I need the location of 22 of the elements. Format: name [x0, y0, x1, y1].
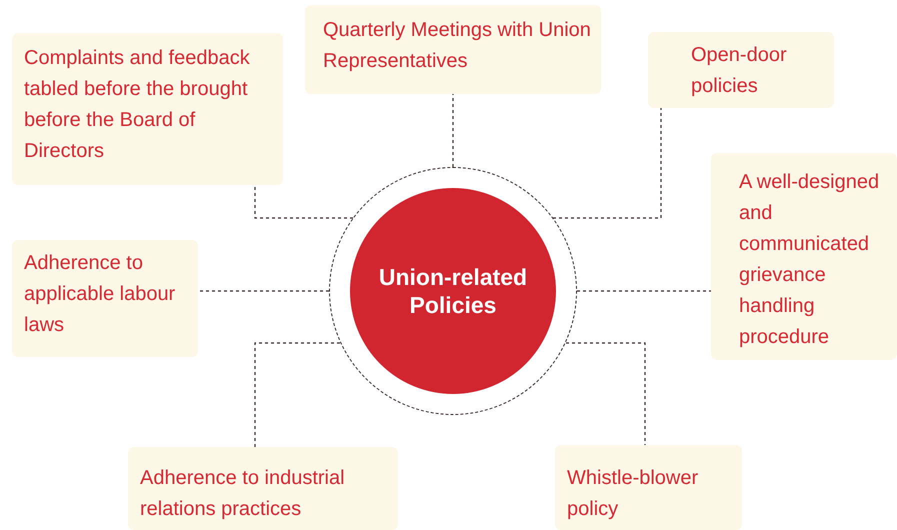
policy-text: Adherence to applicable labour laws	[24, 251, 176, 338]
connector-line	[452, 94, 454, 168]
connector-line	[197, 290, 329, 292]
policy-box	[128, 447, 398, 530]
connector-line	[254, 185, 353, 219]
policy-box	[12, 240, 198, 357]
policy-text: Complaints and feedback tabled before the brought before the Board of Directors	[24, 46, 251, 164]
policy-text: Quarterly Meetings with Union Representatives	[323, 18, 592, 74]
policy-text: A well-designed and communicated grievance handling procedure	[739, 170, 880, 350]
policy-box	[555, 445, 742, 530]
connector-line	[553, 108, 662, 219]
policy-text: Open-door policies	[691, 43, 788, 99]
connector-line	[566, 342, 646, 445]
policy-box	[711, 153, 897, 360]
policy-text: Adherence to industrial relations practices	[140, 466, 346, 522]
center-title: Union-related Policies	[378, 263, 528, 319]
policy-box	[12, 33, 283, 185]
connector-line	[577, 290, 712, 292]
policy-box	[648, 32, 834, 108]
connector-line	[254, 342, 340, 447]
policy-text: Whistle-blower policy	[567, 466, 700, 522]
policy-box	[305, 5, 601, 94]
